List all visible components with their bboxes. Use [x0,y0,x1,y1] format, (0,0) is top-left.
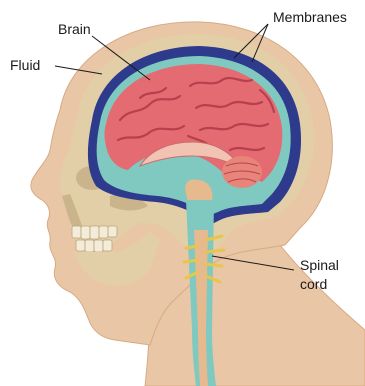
upper-teeth [72,226,117,239]
fluid-label: Fluid [10,57,40,73]
membranes-label: Membranes [273,9,347,25]
spinal-cord-label-line1: Spinal [300,257,339,273]
brain-label: Brain [58,21,91,37]
cerebellum [222,156,262,188]
lower-teeth [76,240,112,252]
spinal-cord-label-line2: cord [300,276,327,292]
